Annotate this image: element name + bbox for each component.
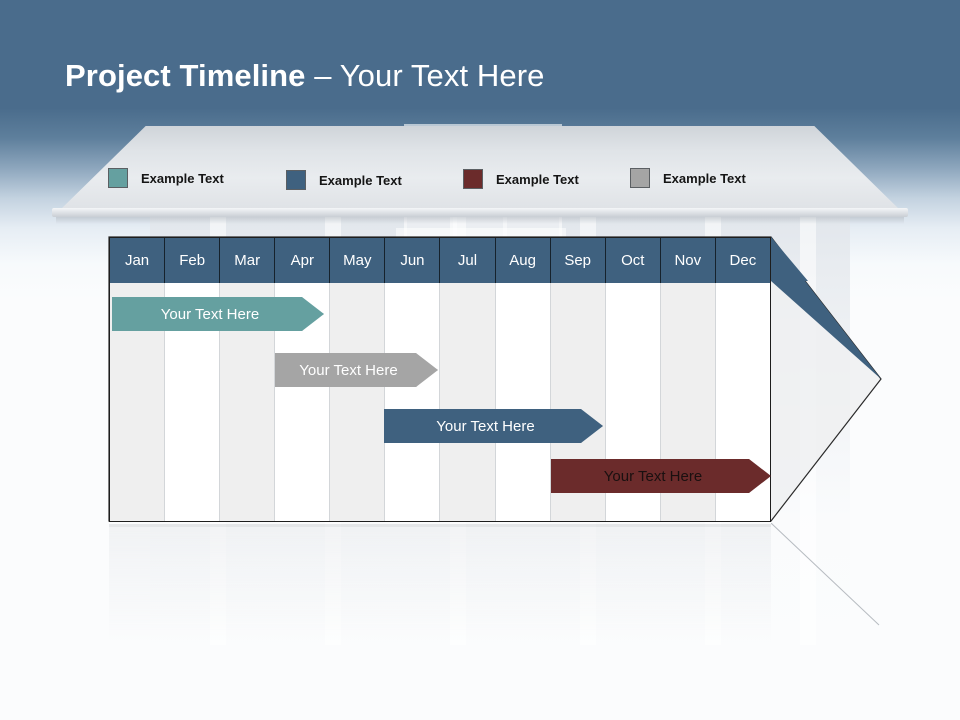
background-roof-shadow (56, 217, 904, 224)
task-bar-1[interactable]: Your Text Here (112, 297, 324, 331)
legend-label-2: Example Text (319, 172, 402, 188)
reflection-edge-line (109, 524, 771, 527)
task-bar-1-label: Your Text Here (160, 305, 260, 323)
month-header-row: Jan Feb Mar Apr May Jun Jul Aug Sep Oct … (110, 238, 770, 283)
grid-column-mar (220, 238, 276, 521)
legend: Example Text Example Text Example Text E… (108, 168, 868, 196)
month-header-dec[interactable]: Dec (729, 252, 757, 269)
month-header-oct[interactable]: Oct (606, 238, 661, 283)
month-header-may[interactable]: May (330, 238, 386, 283)
grid-column-feb (165, 238, 221, 521)
legend-label-4: Example Text (663, 170, 746, 186)
month-header-mar[interactable]: Mar (220, 238, 276, 283)
task-bar-2-label: Your Text Here (299, 361, 398, 379)
month-header-aug[interactable]: Aug (496, 238, 551, 283)
legend-item-2[interactable]: Example Text (286, 170, 402, 190)
page-title: Project Timeline – Your Text Here (65, 58, 544, 94)
legend-item-3[interactable]: Example Text (463, 169, 579, 189)
grid-column-jul (440, 238, 496, 521)
task-bar-4-shape (551, 459, 771, 493)
background-roof (60, 126, 900, 210)
task-bar-4[interactable]: Your Text Here (551, 459, 771, 493)
grid-column-aug (496, 238, 551, 521)
task-bar-2[interactable]: Your Text Here (275, 353, 438, 387)
page-title-light: – Your Text Here (305, 58, 545, 93)
task-bar-4-label: Your Text Here (603, 467, 703, 485)
month-header-jul[interactable]: Jul (440, 238, 496, 283)
month-header-feb[interactable]: Feb (165, 238, 221, 283)
legend-label-3: Example Text (496, 171, 579, 187)
grid-column-jan (110, 238, 166, 521)
legend-swatch-blue-icon (286, 170, 306, 190)
gantt-chart: Jan Feb Mar Apr May Jun Jul Aug Sep Oct … (109, 237, 771, 522)
task-bar-3-label: Your Text Here (436, 417, 535, 435)
legend-swatch-darkred-icon (463, 169, 483, 189)
page-title-strong: Project Timeline (65, 58, 306, 93)
legend-swatch-gray-icon (630, 168, 650, 188)
month-header-jan[interactable]: Jan (110, 238, 166, 283)
task-bar-3-shape (384, 409, 603, 443)
reflection-arrow-diagonal (771, 523, 880, 626)
month-header-nov[interactable]: Nov (661, 238, 716, 283)
task-bar-2-shape (275, 353, 438, 387)
background-window-sill (396, 228, 566, 237)
legend-label-1: Example Text (141, 170, 224, 186)
month-header-jun[interactable]: Jun (385, 238, 441, 283)
chart-reflection (109, 524, 771, 644)
month-header-sep[interactable]: Sep (551, 238, 606, 283)
month-header-apr[interactable]: Apr (275, 238, 331, 283)
grid-column-jun (385, 238, 441, 521)
grid-column-oct (606, 238, 661, 521)
legend-item-4[interactable]: Example Text (630, 168, 746, 188)
legend-item-1[interactable]: Example Text (108, 168, 224, 188)
background-roof-lip (52, 208, 908, 217)
task-bar-3[interactable]: Your Text Here (384, 409, 603, 443)
legend-swatch-teal-icon (108, 168, 128, 188)
task-bar-1-shape (112, 297, 324, 331)
